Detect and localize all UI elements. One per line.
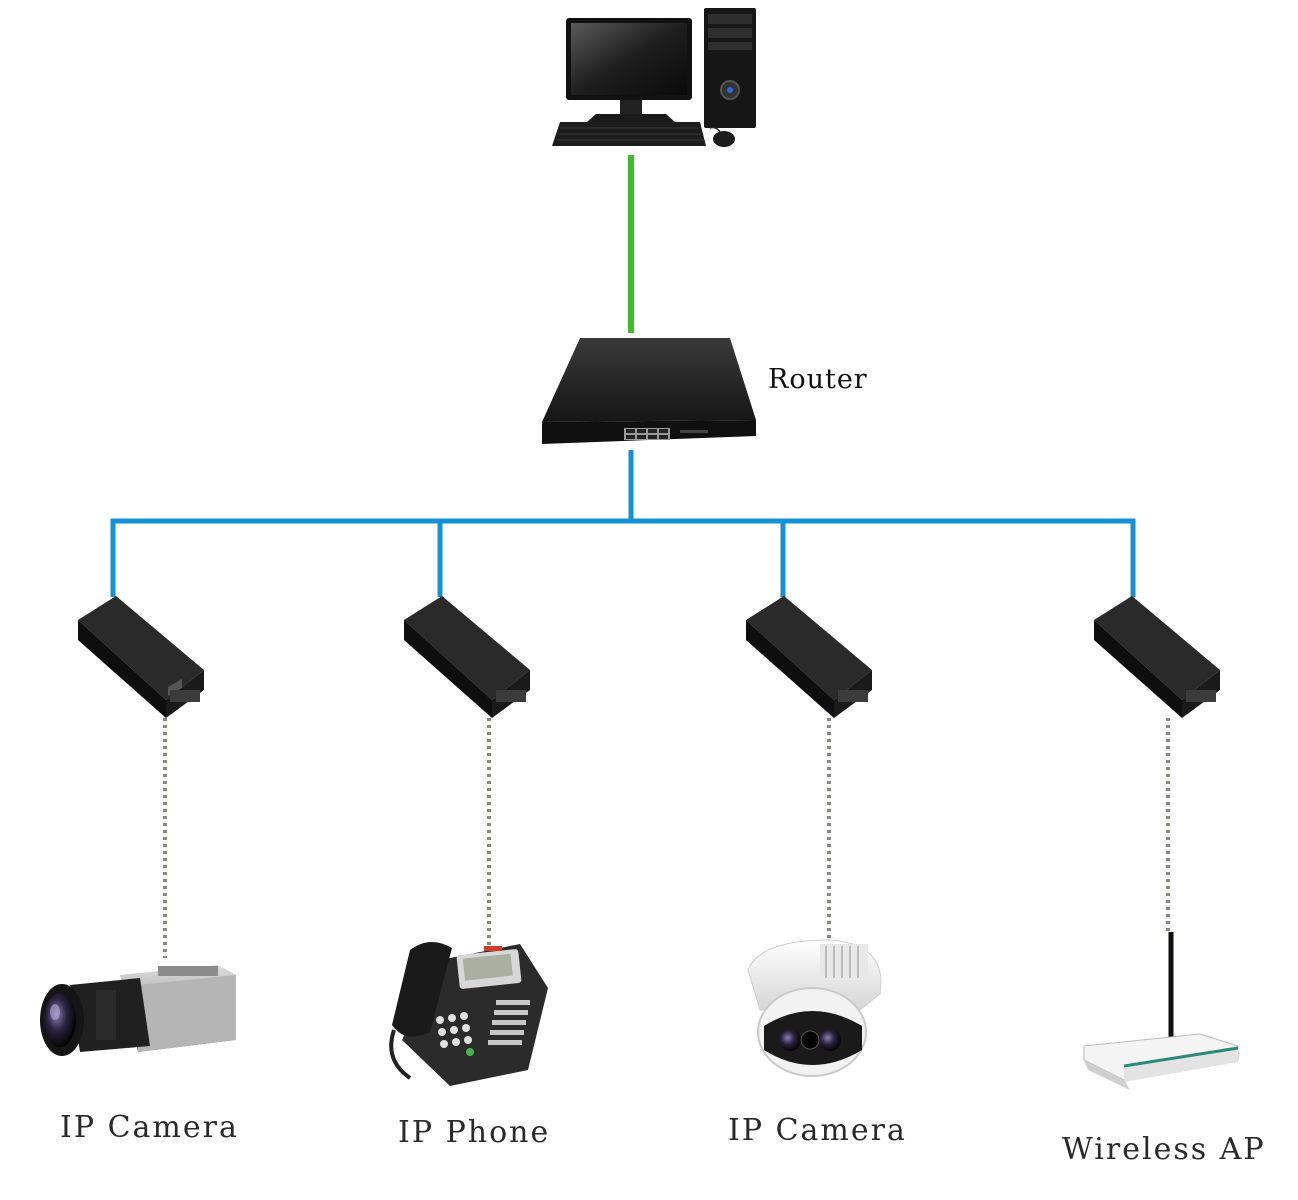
ip-phone-icon	[389, 941, 548, 1086]
router-label: Router	[768, 364, 868, 395]
poe-injector-2	[404, 596, 530, 718]
poe-injector-1	[78, 596, 204, 718]
box-camera-icon	[40, 965, 236, 1056]
poe-injector-4	[1094, 596, 1220, 718]
poe-links	[163, 718, 1170, 958]
device-label-ip-camera-2: IP Camera	[728, 1113, 907, 1148]
router-icon	[542, 338, 756, 444]
dome-camera-icon	[747, 939, 882, 1077]
poe-injector-3	[746, 596, 872, 718]
lan-bus	[110, 450, 1136, 597]
device-label-wireless-ap: Wireless AP	[1062, 1132, 1266, 1167]
wireless-router-icon	[1083, 932, 1239, 1090]
device-label-ip-camera-1: IP Camera	[60, 1110, 239, 1145]
device-label-ip-phone: IP Phone	[398, 1115, 551, 1150]
desktop-computer-icon	[552, 8, 756, 147]
